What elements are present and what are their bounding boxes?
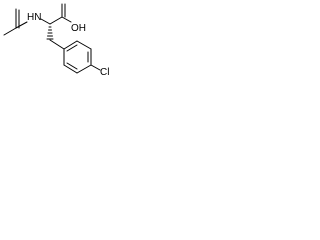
bond-alpha-carboxyl: [49, 16, 63, 25]
bond-beta-ring: [49, 39, 65, 50]
stereo-hash-wedge: [46, 26, 54, 40]
chemical-structure-diagram: HN OH Cl: [3, 3, 109, 78]
bond-carbonyl-nh: [15, 21, 28, 29]
label-nh: HN: [27, 12, 41, 23]
bond-nh-alpha: [40, 18, 51, 25]
bond-ring-cl: [90, 64, 101, 71]
bond-methyl-carbonyl: [3, 27, 17, 36]
bond-carboxyl-oh: [61, 16, 72, 23]
benzene-ring: [63, 40, 92, 74]
label-cl: Cl: [100, 67, 109, 78]
label-oh: OH: [71, 23, 86, 34]
